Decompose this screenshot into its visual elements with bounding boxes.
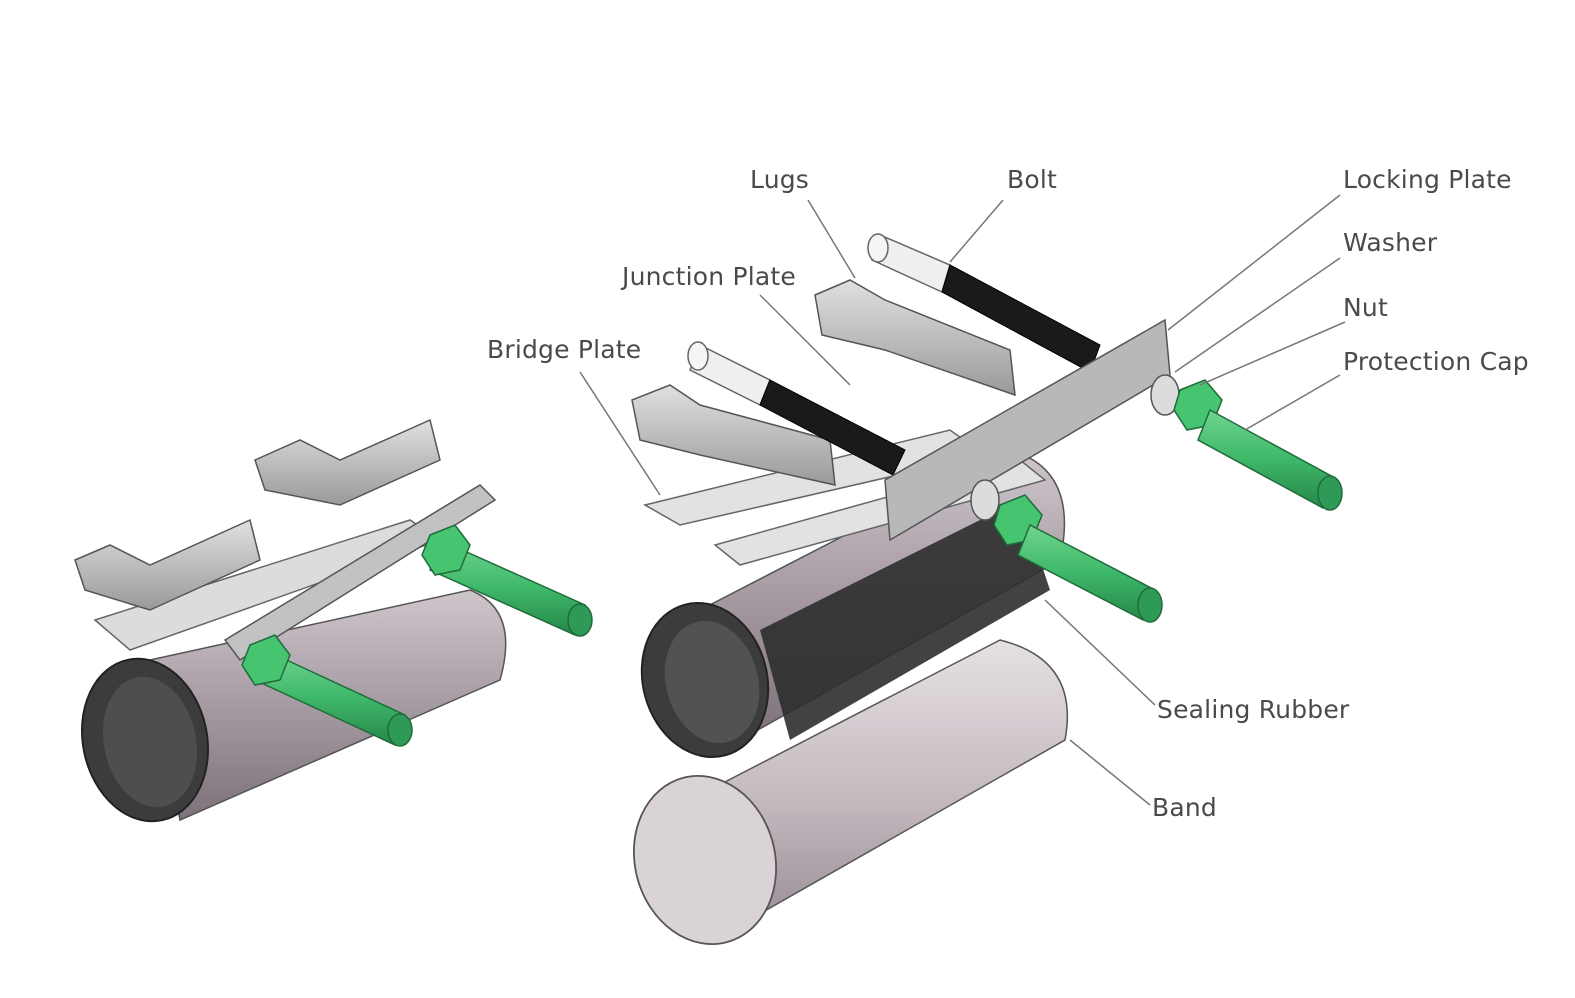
label-washer: Washer	[1343, 228, 1438, 257]
leader-lines	[579, 194, 1346, 806]
label-lugs: Lugs	[750, 165, 810, 194]
leader-bridge-plate	[579, 371, 661, 496]
leader-sealing-rubber	[1044, 599, 1156, 706]
label-bolt: Bolt	[1007, 165, 1057, 194]
label-locking-plate: Locking Plate	[1343, 165, 1512, 194]
exploded-clamp	[631, 233, 1343, 945]
sealing-rubber-shape	[760, 500, 1050, 740]
leader-nut	[1199, 321, 1346, 386]
label-bridge-plate: Bridge Plate	[487, 335, 642, 364]
label-nut: Nut	[1343, 293, 1388, 322]
assembled-clamp	[74, 418, 593, 823]
band-shape	[689, 639, 1069, 927]
leader-junction-plate	[759, 294, 851, 386]
leader-lugs	[807, 199, 856, 279]
label-sealing-rubber: Sealing Rubber	[1157, 695, 1350, 724]
leader-bolt	[949, 199, 1004, 263]
label-protection-cap: Protection Cap	[1343, 347, 1529, 376]
leader-locking-plate	[1167, 194, 1341, 331]
label-junction-plate: Junction Plate	[622, 262, 796, 291]
leader-protection-cap	[1244, 374, 1341, 431]
leader-band	[1069, 739, 1151, 806]
leader-washer	[1174, 257, 1341, 373]
label-band: Band	[1152, 793, 1217, 822]
